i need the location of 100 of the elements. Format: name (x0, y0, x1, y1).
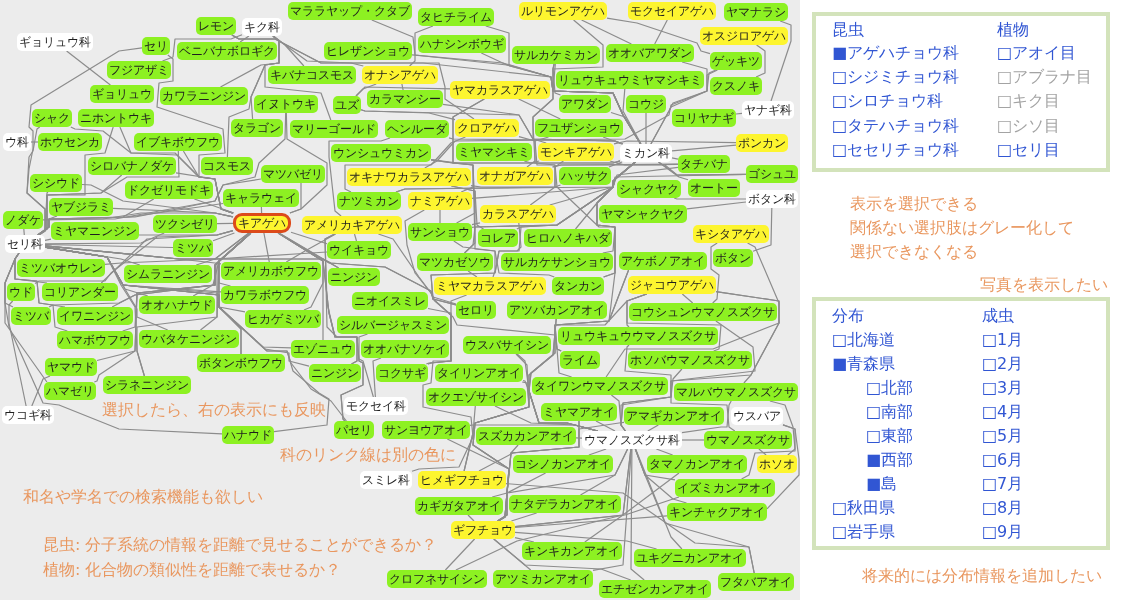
plant-node: ミツバオウレン (17, 259, 105, 277)
annotation-note: 選択したら、右の表示にも反映 (102, 400, 326, 420)
link-line (212, 232, 235, 242)
plant-node: カラマンシー (367, 90, 443, 108)
checkbox-option: □2月 (982, 354, 1024, 374)
plant-node: ヤマウド (45, 358, 97, 376)
link-line (218, 232, 330, 433)
link-line (358, 333, 374, 398)
link-line (613, 140, 737, 145)
link-line (681, 293, 694, 304)
link-line (514, 537, 535, 543)
link-line (66, 50, 111, 86)
family-node: ウスバア (731, 407, 783, 425)
link-line (450, 185, 485, 230)
plant-node: オオバナソケイ (361, 340, 449, 358)
family-node: ウコギ科 (2, 406, 54, 424)
annotation-note: 関係ない選択肢はグレー化して (850, 218, 1074, 238)
link-line (448, 137, 624, 145)
plant-node: ヤマナラシ (724, 3, 788, 21)
plant-node: ウイキョウ (327, 241, 391, 259)
plant-node: ユキグニカンアオイ (634, 549, 746, 567)
panel-heading: 分布 (832, 306, 864, 326)
link-line (455, 448, 632, 571)
link-line (353, 233, 358, 242)
checkbox-option: □秋田県 (832, 498, 896, 518)
link-line (470, 184, 562, 188)
link-line (444, 538, 476, 571)
plant-node: ハナシンボウギ (418, 35, 506, 53)
plant-node: シルバージャスミン (337, 316, 449, 334)
link-line (752, 207, 773, 252)
plant-node: ニンジン (328, 268, 380, 286)
annotation-note: 和名や学名での検索機能も欲しい (23, 487, 263, 507)
plant-node: ヒロハノキハダ (524, 229, 612, 247)
plant-node: ゴシュユ (746, 165, 798, 183)
plant-node: シャク (32, 109, 72, 127)
link-line (478, 420, 580, 472)
plant-node: タイリンアオイ (435, 364, 523, 382)
link-line (404, 209, 562, 352)
plant-node: ホソバウマノスズクサ (628, 351, 752, 369)
family-node: キク科 (242, 18, 282, 36)
plant-node: ミツバ (11, 307, 51, 325)
plant-node: リュウキュウミヤマシキミ (556, 71, 704, 89)
plant-node: フユザンショウ (535, 119, 623, 137)
link-line (70, 126, 234, 214)
link-line (510, 512, 538, 522)
link-line (231, 34, 475, 120)
plant-node: レモン (196, 17, 236, 35)
butterfly-node: オキナワカラスアゲハ (347, 168, 471, 186)
link-line (671, 157, 679, 160)
plant-node: ボタンボウフウ (197, 354, 285, 372)
link-line (427, 222, 522, 365)
plant-node: ウンシュウミカン (331, 144, 431, 162)
link-line (360, 109, 456, 121)
filter-panel (812, 297, 1110, 550)
plant-node: イヌトウキ (254, 95, 318, 113)
butterfly-node: ヤマカラスアゲハ (450, 81, 550, 99)
panel-heading: 昆虫 (832, 20, 864, 40)
plant-node: クスノキ (710, 77, 762, 95)
checkbox-option: ■西部 (866, 450, 914, 470)
link-line (552, 164, 747, 176)
link-line (4, 252, 223, 435)
plant-node: エゾニュウ (291, 340, 355, 358)
highlighted-butterfly-node: キアゲハ (233, 213, 291, 233)
filter-panel (812, 12, 1110, 172)
link-line (430, 159, 540, 164)
plant-node: キャラウェイ (223, 189, 299, 207)
link-line (710, 242, 720, 304)
plant-node: コリアンダー (42, 283, 118, 301)
checkbox-option: □北部 (866, 378, 914, 398)
plant-node: ギョリュウ (90, 85, 154, 103)
butterfly-node: クロアゲハ (455, 119, 519, 137)
checkbox-option: □シロチョウ科 (832, 91, 944, 111)
plant-node: ノダケ (3, 211, 43, 229)
plant-node: サルカケサンショウ (501, 253, 613, 271)
link-line (766, 424, 800, 510)
plant-node: コスモス (201, 157, 253, 175)
plant-node: ミヤマアオイ (541, 403, 617, 421)
plant-node: コシノカンアオイ (513, 455, 613, 473)
family-node: スミレ科 (360, 471, 412, 489)
plant-node: コウジ (626, 95, 666, 113)
link-line (514, 515, 668, 529)
link-line (44, 243, 174, 249)
plant-node: ヤマシャクヤク (599, 205, 687, 223)
checkbox-option: ■アゲハチョウ科 (832, 43, 960, 63)
plant-node: ドクゼリモドキ (125, 181, 213, 199)
link-line (526, 63, 555, 168)
plant-node: タヒチライム (418, 8, 494, 26)
plant-node: ヘンルーダ (385, 120, 449, 138)
link-line (372, 357, 382, 398)
link-line (453, 240, 496, 278)
plant-node: マルバウマノスズクサ (674, 383, 798, 401)
annotation-note: 昆虫: 分子系統の情報を距離で見せることができるか？ (43, 535, 438, 555)
link-line (195, 232, 250, 266)
link-line (430, 158, 474, 193)
plant-node: ヒレザンショウ (324, 42, 412, 60)
family-node: ミカン科 (620, 144, 672, 162)
butterfly-node: モクセイアゲハ (628, 2, 716, 20)
plant-node: カギガタアオイ (415, 497, 503, 515)
plant-node: ナツミカン (337, 192, 401, 210)
checkbox-option: □東部 (866, 426, 914, 446)
